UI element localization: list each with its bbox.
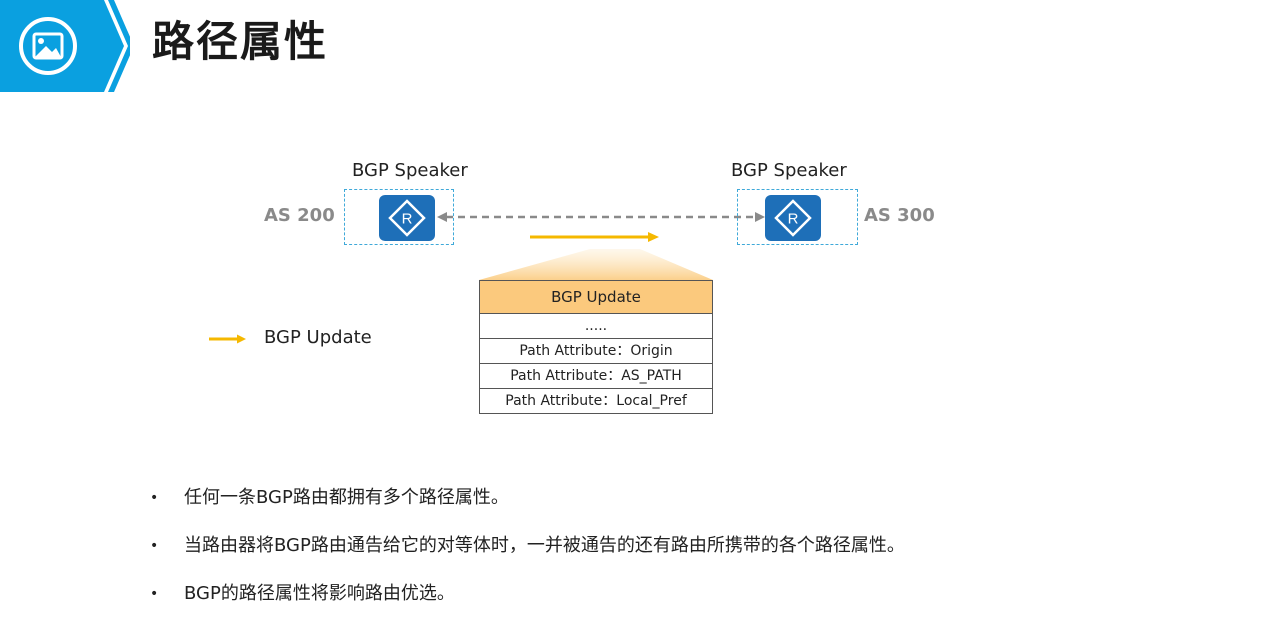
svg-text:R: R — [788, 211, 799, 228]
image-icon — [19, 17, 77, 75]
bullet-icon: • — [150, 586, 159, 602]
bullet-text: 当路由器将BGP路由通告给它的对等体时，一并被通告的还有路由所携带的各个路径属性… — [184, 535, 905, 556]
left-as-label: AS 200 — [264, 205, 335, 226]
bullet-icon: • — [150, 538, 159, 554]
left-speaker-label: BGP Speaker — [352, 160, 468, 181]
page-title: 路径属性 — [152, 17, 329, 66]
router-icon: R — [379, 195, 435, 241]
table-row: Path Attribute：Origin — [480, 339, 712, 364]
router-icon: R — [765, 195, 821, 241]
list-item: • 当路由器将BGP路由通告给它的对等体时，一并被通告的还有路由所携带的各个路径属… — [150, 530, 905, 578]
bullet-list: • 任何一条BGP路由都拥有多个路径属性。 • 当路由器将BGP路由通告给它的对等体… — [150, 482, 905, 626]
header-badge — [0, 0, 130, 92]
right-speaker-label: BGP Speaker — [731, 160, 847, 181]
bullet-text: BGP的路径属性将影响路由优选。 — [184, 583, 455, 604]
table-row: Path Attribute：AS_PATH — [480, 364, 712, 389]
bgp-update-table: BGP Update ..... Path Attribute：Origin P… — [479, 280, 713, 414]
callout-wedge — [479, 249, 713, 280]
update-arrow — [530, 232, 659, 242]
list-item: • BGP的路径属性将影响路由优选。 — [150, 578, 905, 626]
list-item: • 任何一条BGP路由都拥有多个路径属性。 — [150, 482, 905, 530]
legend-label: BGP Update — [264, 327, 372, 348]
svg-text:R: R — [402, 211, 413, 228]
table-row: ..... — [480, 314, 712, 339]
table-row: Path Attribute：Local_Pref — [505, 393, 687, 409]
bullet-icon: • — [150, 490, 159, 506]
table-header: BGP Update — [480, 281, 712, 314]
right-as-label: AS 300 — [864, 205, 935, 226]
right-router-box — [737, 189, 858, 245]
left-router-box — [344, 189, 454, 245]
peer-link — [437, 212, 765, 222]
legend-arrow — [209, 334, 246, 344]
bullet-text: 任何一条BGP路由都拥有多个路径属性。 — [184, 487, 509, 508]
